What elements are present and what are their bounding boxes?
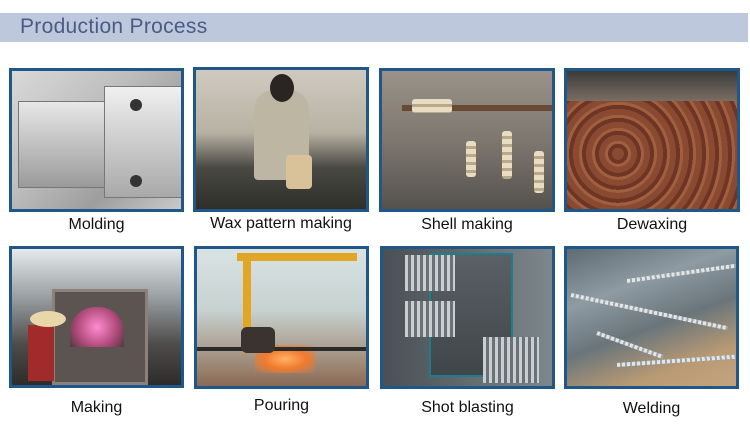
- step-caption: Pouring: [253, 397, 310, 414]
- page-title: Production Process: [20, 15, 208, 38]
- step-caption: Dewaxing: [616, 216, 688, 233]
- step-caption: Shot blasting: [421, 399, 514, 416]
- molding-image: [9, 68, 184, 212]
- section-header: Production Process: [0, 13, 748, 42]
- step-caption: Wax pattern making: [210, 215, 352, 232]
- pouring-image: [194, 246, 369, 389]
- step-caption: Making: [70, 399, 123, 416]
- shot-blasting-image: [380, 246, 555, 389]
- shell-making-image: [379, 68, 555, 212]
- wax-pattern-image: [193, 67, 369, 212]
- dewaxing-image: [564, 68, 740, 212]
- step-caption: Shell making: [421, 216, 513, 233]
- step-caption: Molding: [68, 216, 125, 233]
- welding-image: [564, 246, 739, 389]
- furnace-image: [9, 246, 184, 388]
- step-caption: Welding: [622, 400, 681, 417]
